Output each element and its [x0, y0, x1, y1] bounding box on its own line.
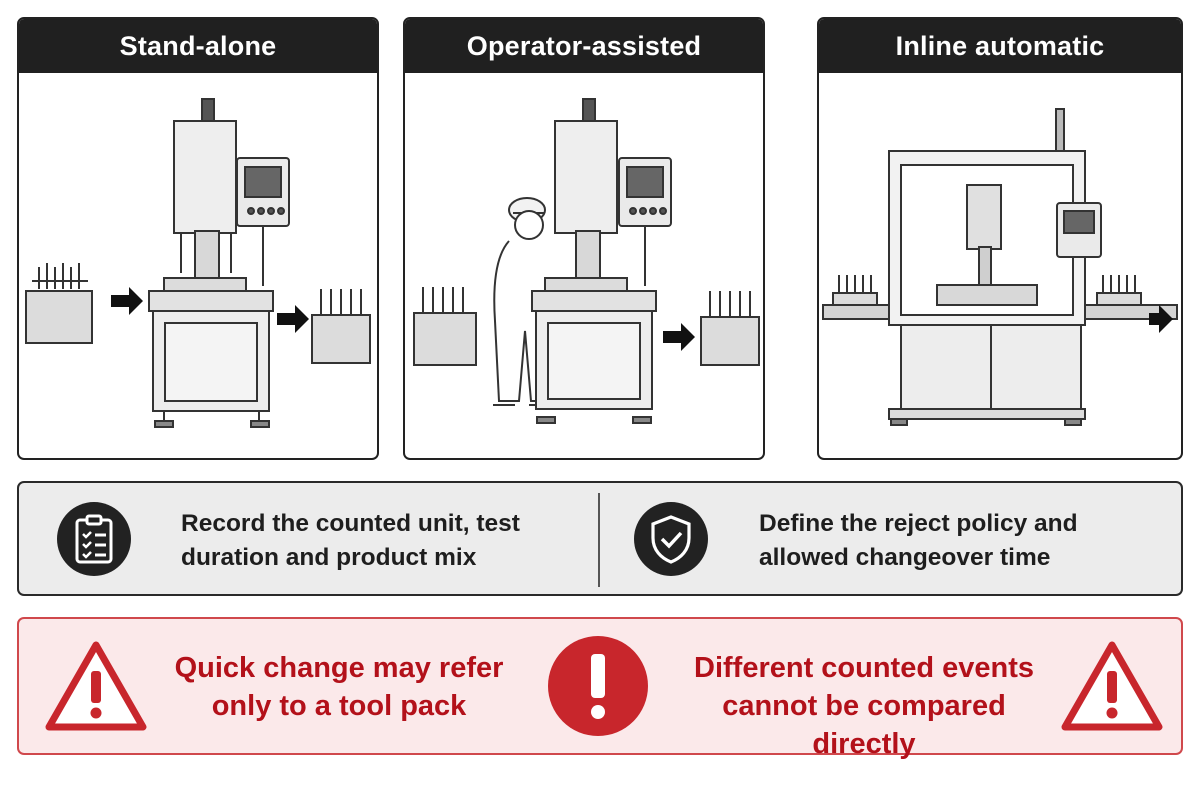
- press-machine: [148, 98, 290, 428]
- flow-arrow-icon: [663, 323, 695, 351]
- warning-bar: Quick change may refer only to a tool pa…: [17, 617, 1183, 760]
- warning-left-line2: only to a tool pack: [211, 690, 467, 722]
- input-parts-tray: [25, 263, 93, 344]
- warning-triangle-icon: [1061, 641, 1163, 731]
- panel-operator-assisted: Operator-assisted: [403, 17, 765, 460]
- clipboard-checklist-icon: [57, 502, 131, 576]
- output-parts-tray: [700, 291, 760, 366]
- input-parts-tray: [413, 287, 477, 366]
- exclamation-circle-icon: [548, 636, 648, 736]
- warning-text-left: Quick change may refer only to a tool pa…: [169, 649, 509, 725]
- inline-automatic-cell-illustration: [822, 108, 1178, 426]
- flow-arrow-icon: [1149, 305, 1173, 333]
- output-parts-tray: [311, 289, 371, 364]
- enclosed-cell: [888, 108, 1102, 426]
- info-divider: [598, 493, 600, 587]
- panel-stand-alone: Stand-alone: [17, 17, 379, 460]
- info-bar: Record the counted unit, test duration a…: [17, 481, 1183, 596]
- warning-left-line1: Quick change may refer: [174, 652, 504, 684]
- info-left-line1: Record the counted unit, test: [181, 510, 520, 537]
- stand-alone-machine-illustration: [25, 98, 371, 428]
- operator-assisted-machine-illustration: [413, 98, 760, 424]
- panel-title: Operator-assisted: [405, 19, 763, 73]
- panel-title: Stand-alone: [19, 19, 377, 73]
- flow-arrow-icon: [277, 305, 309, 333]
- panel-inline-automatic: Inline automatic: [817, 17, 1183, 460]
- info-right-line1: Define the reject policy and: [759, 510, 1078, 537]
- panel-title: Inline automatic: [819, 19, 1181, 73]
- warning-text-right: Different counted events cannot be compa…: [679, 649, 1049, 763]
- warning-right-line1: Different counted events: [694, 652, 1034, 684]
- info-text-left: Record the counted unit, test duration a…: [181, 507, 520, 575]
- info-left-line2: duration and product mix: [181, 544, 477, 571]
- shield-check-icon: [634, 502, 708, 576]
- flow-arrow-icon: [111, 287, 143, 315]
- warning-triangle-icon: [45, 641, 147, 731]
- info-right-line2: allowed changeover time: [759, 544, 1051, 571]
- press-machine: [531, 98, 672, 424]
- info-text-right: Define the reject policy and allowed cha…: [759, 507, 1078, 575]
- warning-right-line2: cannot be compared directly: [722, 690, 1006, 760]
